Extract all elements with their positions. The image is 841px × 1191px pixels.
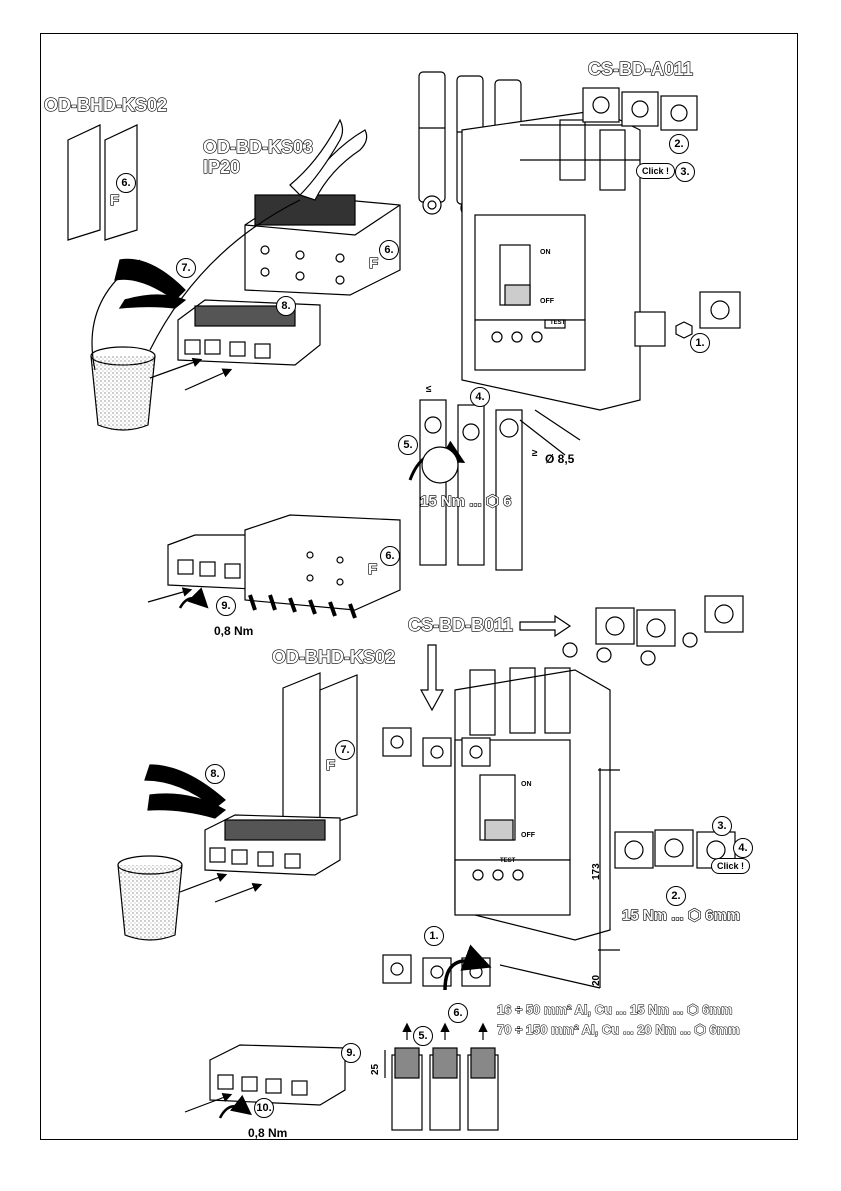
hole-diameter: Ø 8,5 [545,452,575,466]
bottom-breaker [454,667,620,988]
spec-line-1: 16 ÷ 50 mm² Al, Cu ... 15 Nm ... ⬡ 6mm [496,1002,733,1018]
top-breaker [461,109,641,411]
click-badge-top: Click ! [636,163,676,179]
torque-0-8nm-top: 0,8 Nm [214,624,254,638]
step-3-bottom: 3. [712,816,732,836]
click-badge-bottom: Click ! [711,858,751,874]
on-mark-bottom: ON [521,781,532,788]
step-5-bottom: 5. [413,1026,433,1046]
test-mark-top: TEST [550,320,566,326]
bottom-terminal-covers [562,595,744,869]
bottom-cables [384,1022,499,1131]
bottom-waste-bin-icon [117,855,183,941]
step-4-top: 4. [470,387,490,407]
label-od-bhd-ks02-top: OD-BHD-KS02 [43,95,168,115]
step-1-bottom: 1. [424,926,444,946]
bottom-clamps [382,727,492,991]
top-terminal-shield [244,194,401,296]
dim-20-line [499,964,601,989]
waste-bin-icon [90,199,301,431]
top-busbar-assembly [408,399,581,571]
step-2-top: 2. [669,134,689,154]
label-cs-bd-a011: CS-BD-A011 [587,59,694,79]
top-terminal-block [149,299,321,391]
off-mark-bottom: OFF [521,832,535,839]
dim-le: ≤ [426,384,432,395]
bottom-pliers-icon [144,764,227,819]
spec-line-2: 70 ÷ 150 mm² Al, Cu ... 20 Nm ... ⬡ 6mm [497,1022,741,1038]
dim-20: 20 [591,974,602,986]
off-mark-top: OFF [540,298,554,305]
on-mark-top: ON [540,249,551,256]
force-label-c: F [367,561,378,578]
cs-bd-b011-arrows [419,614,572,712]
torque-0-8nm-bottom: 0,8 Nm [248,1126,288,1140]
step-7-bottom: 7. [335,740,355,760]
top-terminal-covers [582,87,741,347]
diagram-frame [40,33,798,1140]
test-mark-bottom: TEST [500,858,516,864]
dim-25: 25 [370,1063,381,1075]
step-8-top: 8. [276,296,296,316]
label-ip20: IP20 [202,157,241,177]
bottom-terminal-block [179,814,341,903]
label-od-bd-ks03: OD-BD-KS03 [202,137,314,157]
torque-15nm-bottom: 15 Nm ... ⬡ 6mm [621,907,741,924]
step-6-bottom: 6. [448,1003,468,1023]
step-9-top: 9. [216,596,236,616]
pliers-icon [114,118,368,309]
bottom-barriers [282,672,358,831]
mid-terminal-block [147,514,401,619]
step-9-bottom: 9. [341,1043,361,1063]
step-5-top: 5. [398,435,418,455]
step-8-bottom: 8. [205,764,225,784]
step-6b-top: 6. [379,240,399,260]
dim-173: 173 [591,863,602,880]
step-1-top: 1. [690,333,710,353]
force-label-b: F [368,255,379,272]
step-3-top: 3. [675,162,695,182]
dim-ge: ≥ [532,448,538,459]
label-od-bhd-ks02-bottom: OD-BHD-KS02 [271,647,396,667]
step-10-bottom: 10. [254,1098,274,1118]
step-6a-top: 6. [116,173,136,193]
label-cs-bd-b011: CS-BD-B011 [407,615,514,635]
torque-15nm-top: 15 Nm ... ⬡ 6 [419,493,512,510]
step-7-top: 7. [176,258,196,278]
step-2-bottom: 2. [666,886,686,906]
force-label-a: F [109,192,120,209]
force-label-bottom: F [325,757,336,774]
step-6c-top: 6. [380,546,400,566]
bottom-terminal-block-2 [184,1044,346,1119]
step-4-bottom: 4. [733,838,753,858]
